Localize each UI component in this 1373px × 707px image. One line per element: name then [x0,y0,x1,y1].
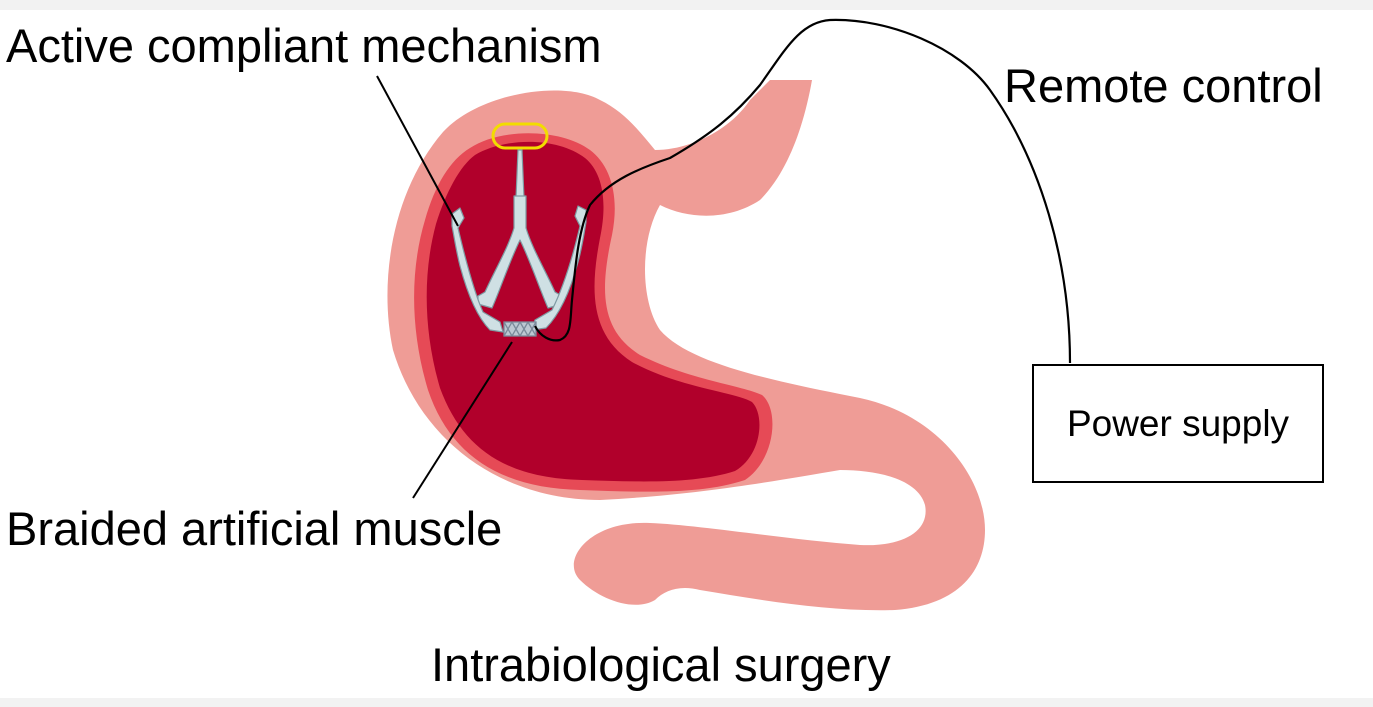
label-braided-artificial-muscle: Braided artificial muscle [6,502,503,555]
leader-line-active-mechanism [376,75,459,227]
label-remote-control: Remote control [1004,59,1323,112]
control-wire [534,18,1072,364]
muscle-body [503,321,537,337]
gripper-ring [491,122,549,150]
mechanism-needle [515,149,525,199]
mechanism-left-arm [451,207,504,333]
label-active-compliant-mechanism: Active compliant mechanism [6,19,602,72]
power-supply-label: Power supply [1066,402,1290,444]
label-intrabiological-surgery: Intrabiological surgery [431,638,891,691]
leader-line-braided-muscle [412,341,513,499]
muscle-braid [503,321,537,337]
braided-muscle [503,321,537,337]
power-supply-box: Power supply [1032,364,1324,483]
compliant-mechanism [451,149,587,333]
stomach-cavity [426,141,760,482]
mechanism-y-frame [477,195,563,309]
